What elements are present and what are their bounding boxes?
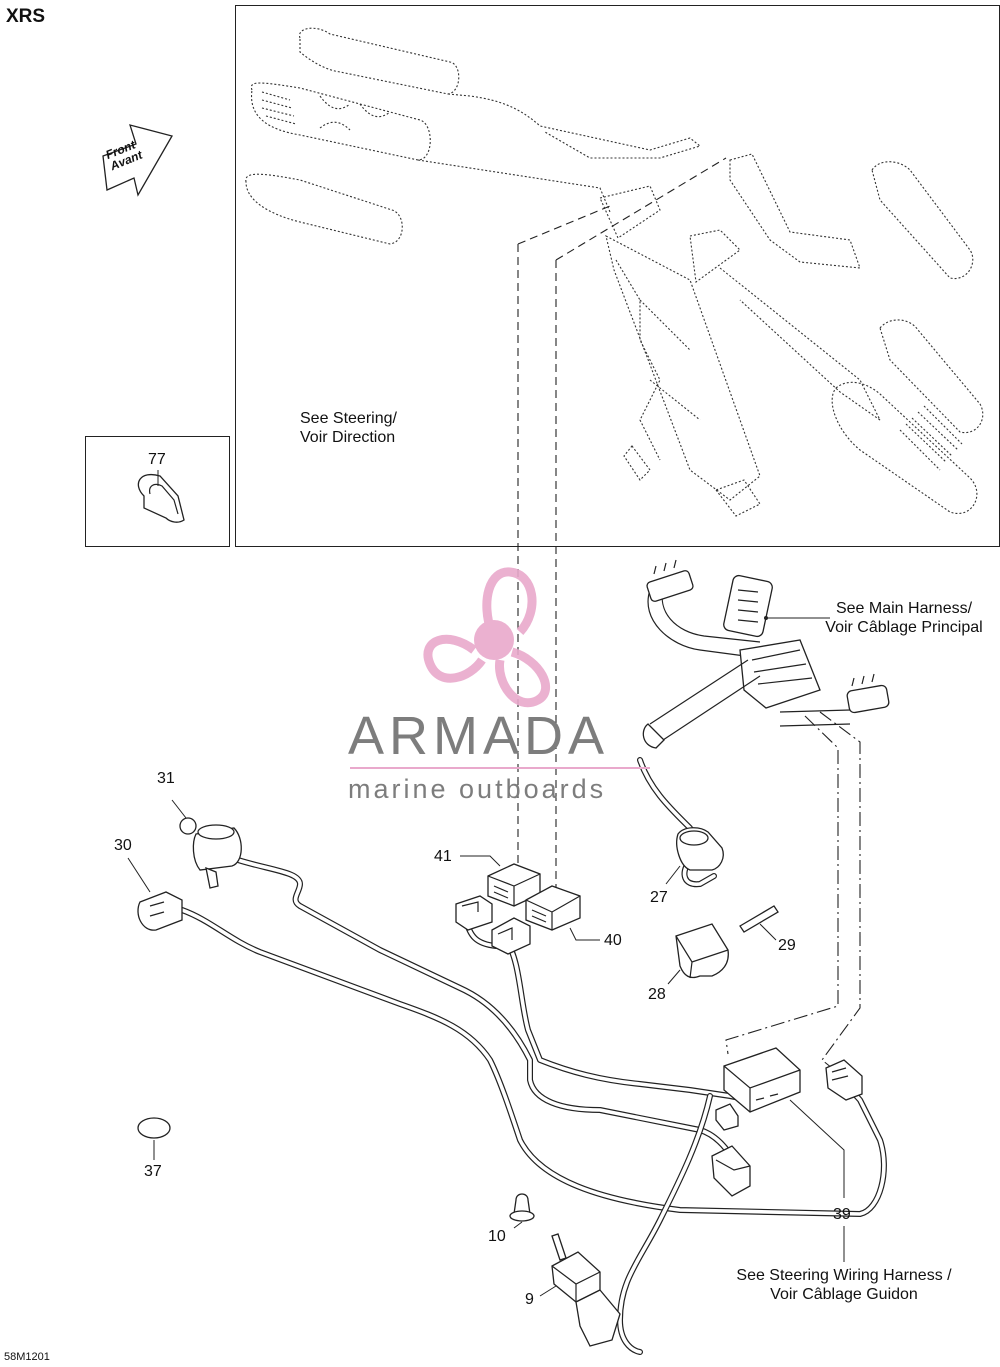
- armada-logo-propeller-icon: [423, 567, 551, 708]
- connector-near-39: [825, 1059, 863, 1101]
- front-direction-arrow-icon: [102, 124, 173, 197]
- callout-30: 30: [114, 837, 132, 854]
- reference-dashed-line-41: [517, 205, 611, 868]
- callout-39: 39: [833, 1206, 851, 1223]
- plug-part-37: [137, 1117, 171, 1160]
- callout-77: 77: [148, 451, 166, 468]
- main-harness-section: [642, 559, 890, 749]
- callout-28: 28: [648, 986, 666, 1003]
- callout-41: 41: [434, 848, 452, 865]
- connector-part-30: [127, 857, 183, 931]
- steering-wiring-note: See Steering Wiring Harness / Voir Câbla…: [736, 1267, 952, 1303]
- callout-40: 40: [604, 932, 622, 949]
- model-label: XRS: [6, 6, 46, 27]
- steering-note: See Steering/ Voir Direction: [300, 410, 397, 446]
- clip-part-77: [137, 470, 185, 523]
- reference-chain-line: [725, 715, 839, 1055]
- callout-9: 9: [525, 1291, 534, 1308]
- reference-dashed-line-40: [555, 157, 727, 888]
- watermark-brand-name: ARMADA: [348, 706, 610, 766]
- connector-part-41: [460, 855, 541, 907]
- callout-10: 10: [488, 1228, 506, 1245]
- watermark-tagline: marine outboards: [348, 774, 607, 804]
- switch-part-9: [539, 1233, 621, 1347]
- callout-31: 31: [157, 770, 175, 787]
- connector-part-40: [525, 885, 600, 941]
- callout-37: 37: [144, 1163, 162, 1180]
- nut-part-10: [509, 1193, 535, 1229]
- harness-connectors-40-41: [455, 895, 531, 955]
- main-harness-note: See Main Harness/ Voir Câblage Principal: [825, 600, 983, 636]
- cover-part-28: [667, 923, 729, 985]
- callout-29: 29: [778, 937, 796, 954]
- steering-frame: [235, 5, 1000, 547]
- wiring-harness: [179, 757, 887, 1355]
- callout-27: 27: [650, 889, 668, 906]
- sensor-part-31: [171, 799, 242, 889]
- steering-assembly-phantom: [245, 27, 984, 517]
- connector-harness-end: [711, 1103, 751, 1197]
- pin-part-29: [739, 905, 779, 941]
- switch-part-27: [665, 827, 724, 885]
- reference-code: 58M1201: [4, 1351, 50, 1363]
- detail-box-77: [85, 436, 230, 547]
- module-part-39: [723, 1047, 845, 1262]
